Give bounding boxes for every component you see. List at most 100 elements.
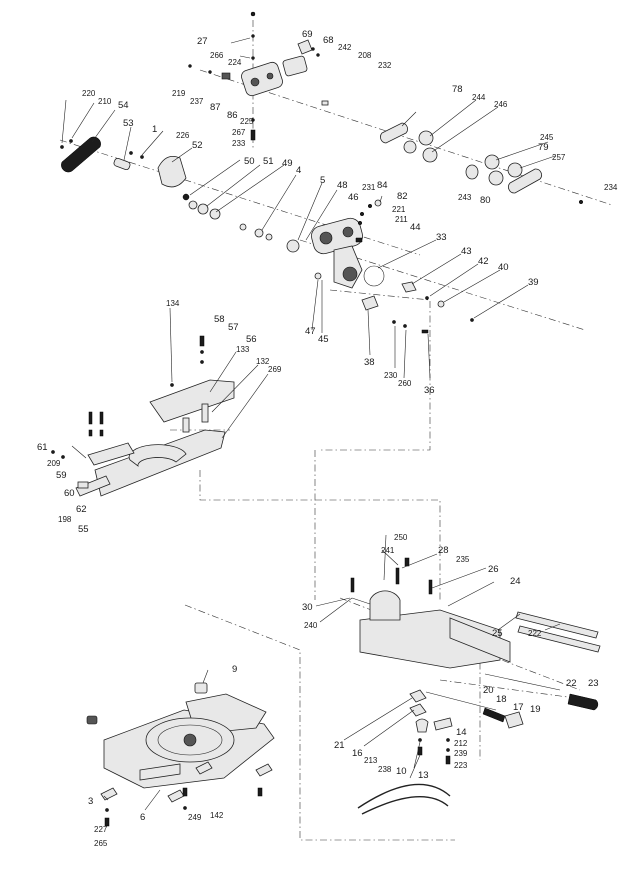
label-40: 40 — [498, 262, 509, 273]
label-269: 269 — [268, 365, 282, 374]
label-246: 246 — [494, 100, 508, 109]
label-48: 48 — [337, 180, 348, 191]
label-58: 58 — [214, 314, 225, 325]
label-220: 220 — [82, 89, 96, 98]
label-24: 24 — [510, 576, 521, 587]
label-213: 213 — [364, 756, 378, 765]
label-219: 219 — [172, 89, 186, 98]
shaft-bearings — [182, 193, 300, 253]
label-42: 42 — [478, 256, 489, 267]
label-243: 243 — [458, 193, 472, 202]
label-79: 79 — [538, 142, 549, 153]
label-52: 52 — [192, 140, 203, 151]
part-labels: 27 266 224 69 68 242 208 232 219 237 87 … — [37, 29, 618, 848]
label-54: 54 — [118, 100, 129, 111]
label-221: 221 — [392, 205, 406, 214]
label-235: 235 — [456, 555, 470, 564]
label-240: 240 — [304, 621, 318, 630]
label-21: 21 — [334, 740, 345, 751]
label-61: 61 — [37, 442, 48, 453]
label-1: 1 — [152, 124, 157, 135]
label-267: 267 — [232, 128, 246, 137]
label-239: 239 — [454, 749, 468, 758]
label-198: 198 — [58, 515, 72, 524]
label-60: 60 — [64, 488, 75, 499]
leader-lines — [61, 37, 561, 811]
label-266: 266 — [210, 51, 224, 60]
label-53: 53 — [123, 118, 134, 129]
label-242: 242 — [338, 43, 352, 52]
label-69: 69 — [302, 29, 313, 40]
assembly-guide-lines — [59, 20, 613, 841]
label-38: 38 — [364, 357, 375, 368]
label-250: 250 — [394, 533, 408, 542]
label-36: 36 — [424, 385, 435, 396]
label-46: 46 — [348, 192, 359, 203]
label-78: 78 — [452, 84, 463, 95]
label-84: 84 — [377, 180, 388, 191]
label-56: 56 — [246, 334, 257, 345]
label-3: 3 — [88, 796, 93, 807]
label-27: 27 — [197, 36, 208, 47]
label-62: 62 — [76, 504, 87, 515]
label-22: 22 — [566, 678, 577, 689]
label-210: 210 — [98, 97, 112, 106]
label-212: 212 — [454, 739, 468, 748]
label-134: 134 — [166, 299, 180, 308]
bracket-stack — [409, 689, 453, 765]
label-4: 4 — [296, 165, 301, 176]
label-133: 133 — [236, 345, 250, 354]
label-225: 225 — [240, 117, 254, 126]
label-209: 209 — [47, 459, 61, 468]
motor-housing — [311, 199, 474, 334]
label-45: 45 — [318, 334, 329, 345]
label-80: 80 — [480, 195, 491, 206]
label-244: 244 — [472, 93, 486, 102]
label-68: 68 — [323, 35, 334, 46]
label-257: 257 — [552, 153, 566, 162]
label-260: 260 — [398, 379, 412, 388]
label-47: 47 — [305, 326, 316, 337]
label-234: 234 — [604, 183, 618, 192]
label-13: 13 — [418, 770, 429, 781]
top-handle-assembly — [188, 11, 329, 141]
label-25: 25 — [492, 628, 503, 639]
turn-base-assembly — [86, 682, 275, 827]
label-142: 142 — [210, 811, 224, 820]
label-208: 208 — [358, 51, 372, 60]
label-50: 50 — [244, 156, 255, 167]
label-87: 87 — [210, 102, 221, 113]
label-6: 6 — [140, 812, 145, 823]
label-227: 227 — [94, 825, 108, 834]
label-44: 44 — [410, 222, 421, 233]
label-82: 82 — [397, 191, 408, 202]
label-18: 18 — [496, 694, 507, 705]
label-226: 226 — [176, 131, 190, 140]
label-16: 16 — [352, 748, 363, 759]
label-19: 19 — [530, 704, 541, 715]
label-265: 265 — [94, 839, 108, 848]
label-10: 10 — [396, 766, 407, 777]
label-211: 211 — [395, 215, 408, 224]
label-14: 14 — [456, 727, 467, 738]
label-17: 17 — [513, 702, 524, 713]
blade-guard-assembly — [51, 335, 235, 497]
label-28: 28 — [438, 545, 449, 556]
label-49: 49 — [282, 158, 293, 169]
slide-arm-assembly — [350, 557, 601, 729]
label-222: 222 — [528, 629, 542, 638]
label-43: 43 — [461, 246, 472, 257]
label-26: 26 — [488, 564, 499, 575]
label-30: 30 — [302, 602, 313, 613]
label-132: 132 — [256, 357, 270, 366]
label-237: 237 — [190, 97, 204, 106]
label-9: 9 — [232, 664, 237, 675]
label-230: 230 — [384, 371, 398, 380]
label-33: 33 — [436, 232, 447, 243]
label-5: 5 — [320, 175, 325, 186]
grip-handle — [60, 136, 187, 188]
label-59: 59 — [56, 470, 67, 481]
label-224: 224 — [228, 58, 242, 67]
label-245: 245 — [540, 133, 554, 142]
